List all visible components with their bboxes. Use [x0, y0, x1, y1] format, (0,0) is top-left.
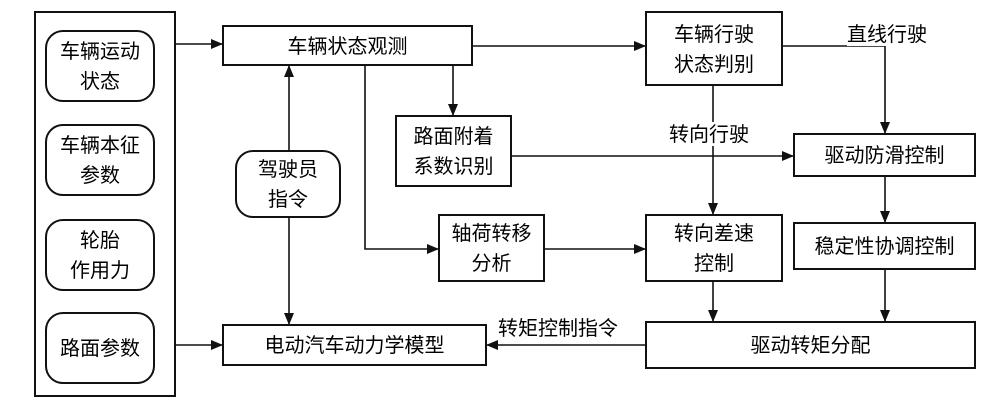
label-straight-driving: 直线行驶 — [847, 22, 927, 46]
arrow-observation-to-load-transfer — [364, 66, 439, 254]
input-road-params: 路面参数 — [45, 312, 155, 384]
node-load-transfer: 轴荷转移 分析 — [438, 214, 545, 282]
label-torque-command: 转矩控制指令 — [498, 316, 618, 340]
node-state-observation: 车辆状态观测 — [222, 25, 473, 66]
arrow-straight-driving — [783, 45, 890, 134]
node-road-adhesion: 路面附着 系数识别 — [395, 115, 512, 187]
input-group-frame — [34, 11, 176, 397]
driver-command: 驾驶员 指令 — [235, 150, 341, 218]
node-stability: 稳定性协调控制 — [793, 222, 976, 270]
node-anti-slip: 驱动防滑控制 — [793, 133, 976, 177]
node-ev-dynamics-model: 电动汽车动力学模型 — [222, 324, 487, 366]
node-driving-state: 车辆行驶 状态判别 — [645, 11, 783, 86]
node-steering-diff: 转向差速 控制 — [645, 214, 783, 282]
label-turning-driving: 转向行驶 — [669, 122, 749, 146]
input-tire-force: 轮胎 作用力 — [45, 219, 155, 291]
input-vehicle-intrinsic-params: 车辆本征 参数 — [45, 124, 155, 196]
input-vehicle-motion-state: 车辆运动 状态 — [45, 30, 155, 102]
node-torque-distribution: 驱动转矩分配 — [645, 321, 976, 369]
